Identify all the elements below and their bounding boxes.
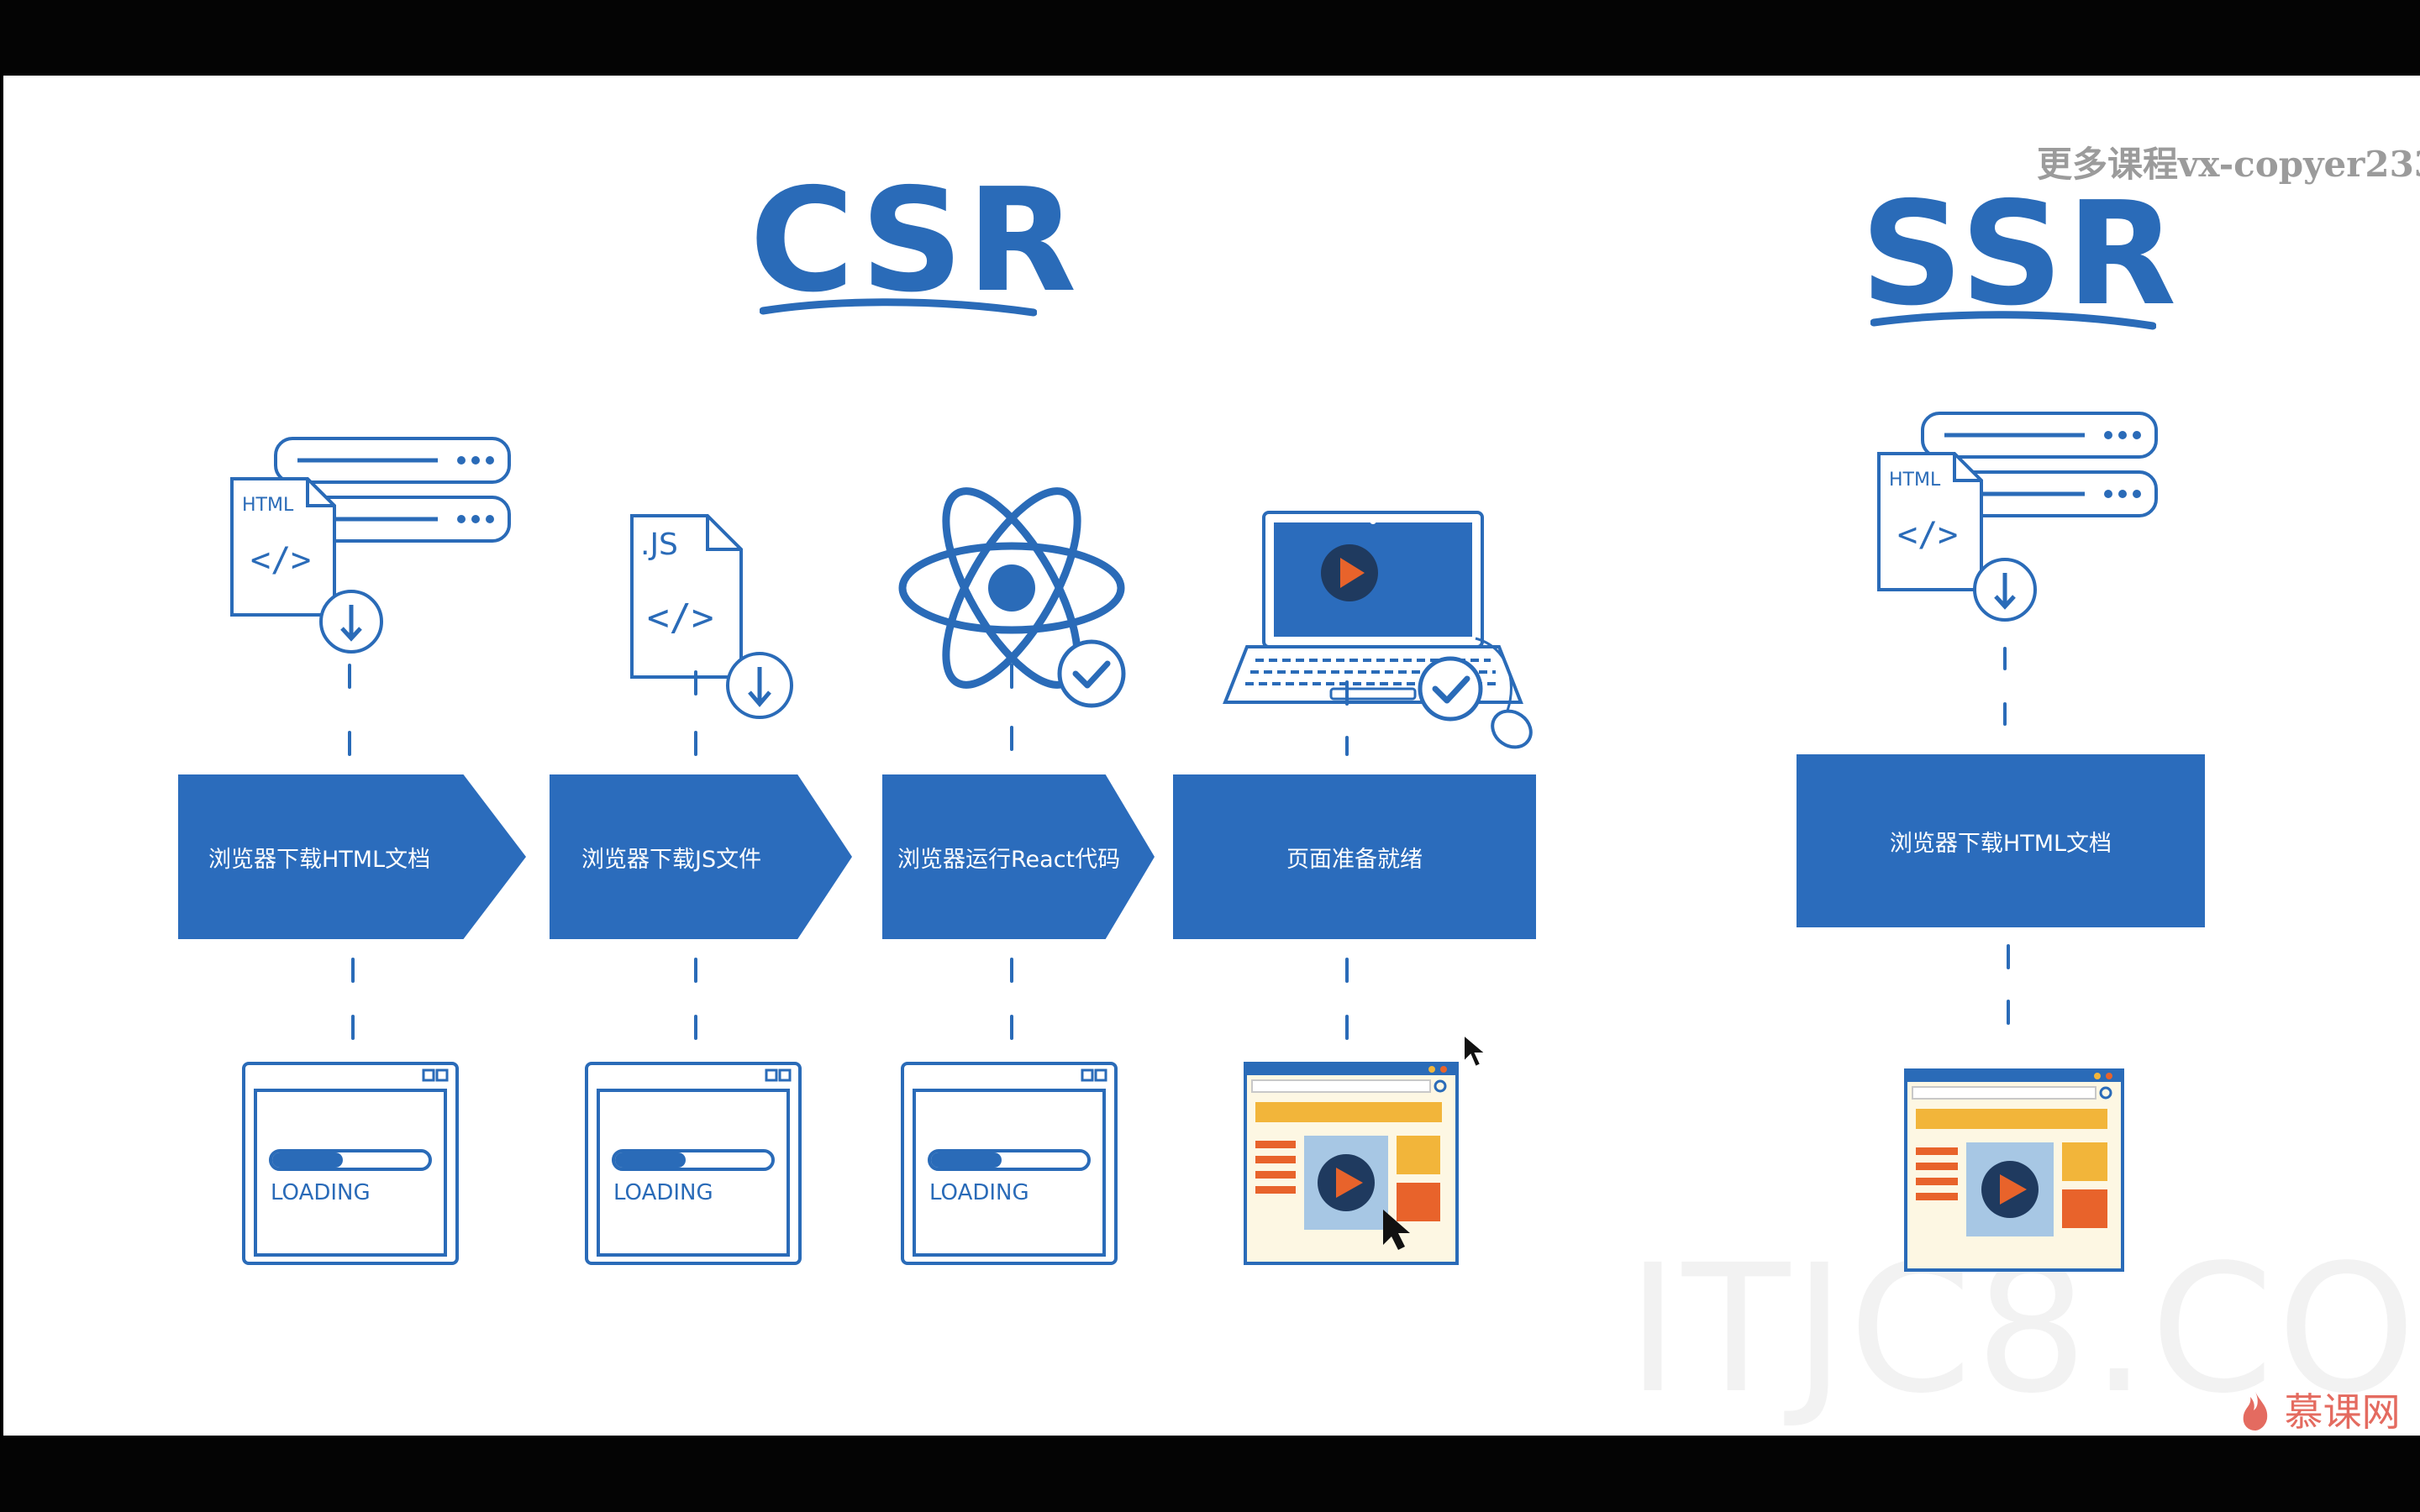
- csr-step-3-box: 浏览器运行React代码: [882, 774, 1155, 939]
- csr-step-2-box: 浏览器下载JS文件: [550, 774, 852, 939]
- csr-step-1-box: 浏览器下载HTML文档: [178, 774, 526, 939]
- connector-dash: [694, 731, 697, 756]
- laptop-play-check-icon: [1223, 511, 1533, 749]
- ssr-rendered-page-window-icon: [1904, 1068, 2124, 1272]
- flame-icon: [2243, 1392, 2268, 1431]
- connector-dash: [1010, 726, 1013, 751]
- letterbox-bottom: [0, 1436, 2420, 1512]
- file-type-label: HTML: [1889, 470, 1941, 491]
- connector-dash: [351, 958, 355, 983]
- slide: ITJC8.COM 更多课程vx-copyer233 慕课网 CSR SSR: [3, 76, 2420, 1436]
- brand-text: 慕课网: [2284, 1389, 2401, 1435]
- connector-dash: [1345, 958, 1349, 983]
- loading-text: LOADING: [613, 1180, 713, 1205]
- ssr-underline: [1870, 311, 2156, 330]
- rendered-page-window-icon: [1244, 1062, 1459, 1265]
- loading-window-icon: LOADING: [901, 1062, 1118, 1265]
- step-label: 浏览器下载JS文件: [581, 846, 762, 873]
- loading-text: LOADING: [929, 1180, 1029, 1205]
- cursor-icon: [1383, 1210, 1410, 1250]
- connector-dash: [348, 664, 351, 689]
- csr-underline: [760, 298, 1037, 317]
- mouse-pointer-icon: [1463, 1033, 1487, 1068]
- connector-dash: [694, 670, 697, 696]
- loading-text: LOADING: [271, 1180, 371, 1205]
- connector-dash: [348, 731, 351, 756]
- connector-dash: [2007, 944, 2010, 969]
- js-file-download-icon: .JS </>: [630, 514, 793, 719]
- ssr-heading: SSR: [1860, 171, 2181, 338]
- code-symbol: </>: [1897, 516, 1958, 554]
- step-label: 浏览器运行React代码: [897, 846, 1121, 873]
- connector-dash: [2007, 1000, 2010, 1025]
- connector-dash: [1010, 1015, 1013, 1040]
- loading-progress-fill: [272, 1152, 343, 1168]
- brand-watermark: 慕课网: [2238, 1382, 2401, 1436]
- step-label: 浏览器下载HTML文档: [208, 846, 431, 873]
- step-label: 页面准备就绪: [1286, 846, 1423, 873]
- file-type-label: .JS: [640, 528, 678, 562]
- csr-step-4-box: 页面准备就绪: [1173, 774, 1536, 939]
- code-symbol: </>: [647, 596, 713, 639]
- ssr-html-file-download-icon: HTML </>: [1877, 412, 2158, 622]
- html-file-download-icon: HTML </>: [230, 437, 511, 654]
- connector-dash: [1345, 680, 1349, 706]
- connector-dash: [1345, 736, 1349, 756]
- connector-dash: [2003, 647, 2007, 670]
- code-symbol: </>: [250, 541, 311, 580]
- step-label: 浏览器下载HTML文档: [1889, 830, 2112, 857]
- loading-window-icon: LOADING: [585, 1062, 802, 1265]
- loading-window-icon: LOADING: [242, 1062, 459, 1265]
- csr-heading: CSR: [750, 158, 1081, 324]
- connector-dash: [1010, 664, 1013, 689]
- connector-dash: [2003, 702, 2007, 726]
- course-watermark: 更多课程vx-copyer233: [2037, 144, 2420, 185]
- loading-progress-fill: [931, 1152, 1002, 1168]
- connector-dash: [694, 958, 697, 983]
- connector-dash: [351, 1015, 355, 1040]
- connector-dash: [694, 1015, 697, 1040]
- react-atom-check-icon: [898, 487, 1126, 708]
- file-type-label: HTML: [242, 495, 294, 516]
- letterbox-top: [0, 0, 2420, 76]
- ssr-step-1-box: 浏览器下载HTML文档: [1797, 754, 2205, 927]
- connector-dash: [1345, 1015, 1349, 1040]
- connector-dash: [1010, 958, 1013, 983]
- loading-progress-fill: [615, 1152, 686, 1168]
